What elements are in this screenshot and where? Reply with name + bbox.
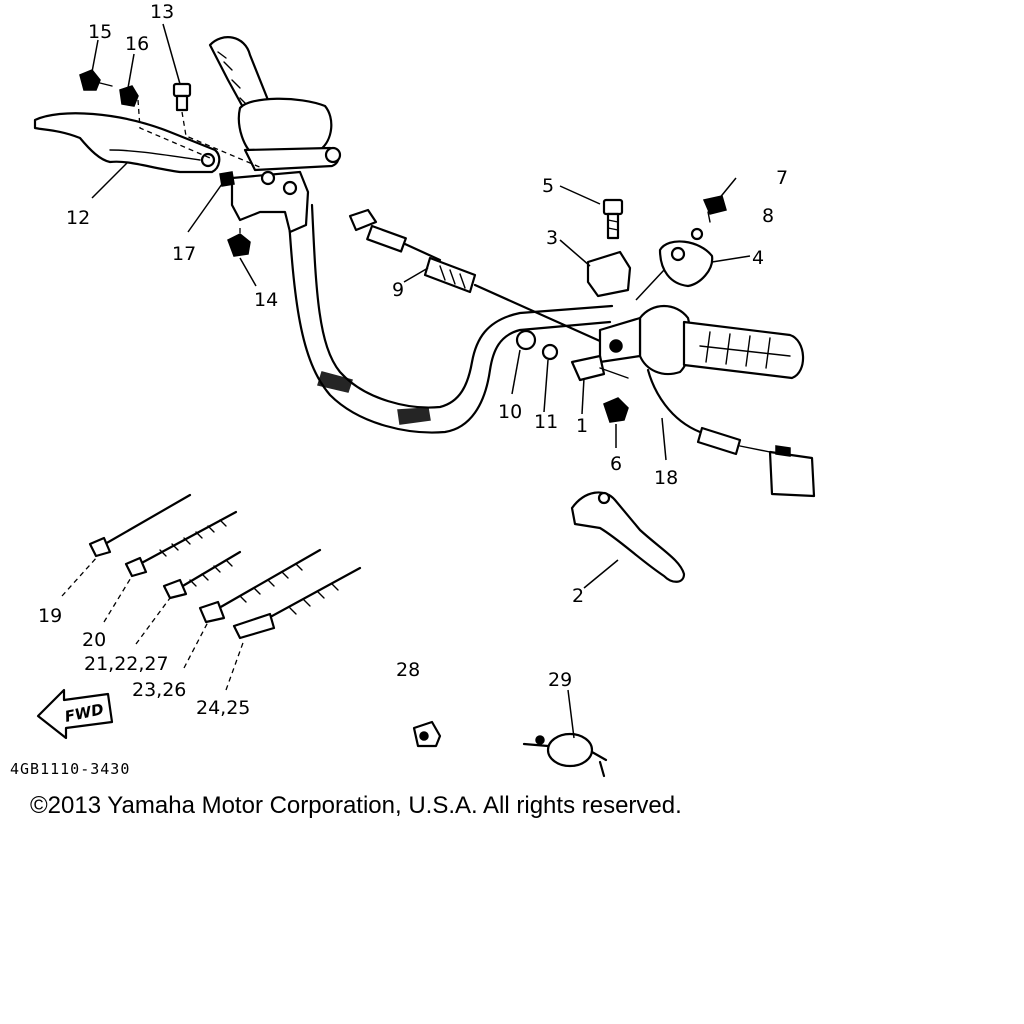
callout-15: 15 xyxy=(88,21,112,43)
drawing-number: 4GB1110-3430 xyxy=(10,760,130,778)
callout-10: 10 xyxy=(498,401,522,423)
adjuster-10-11 xyxy=(515,329,559,361)
right-lever xyxy=(570,491,686,583)
spring-17 xyxy=(219,171,235,187)
nut-6 xyxy=(603,397,629,423)
clamp-4 xyxy=(658,240,714,288)
clip-28 xyxy=(412,720,442,748)
bracket-3 xyxy=(586,250,632,298)
callout-12: 12 xyxy=(66,207,90,229)
right-grip xyxy=(682,320,805,380)
bolt-13 xyxy=(172,82,192,112)
screw-7 xyxy=(702,195,727,223)
throttle-cable xyxy=(348,208,622,352)
switch-wire xyxy=(646,368,816,498)
callout-19: 19 xyxy=(38,605,62,627)
right-throttle-housing xyxy=(598,304,692,376)
callouts: 13 15 16 12 17 14 5 3 7 8 4 9 10 11 1 6 … xyxy=(38,1,788,719)
callout-4: 4 xyxy=(752,247,764,269)
leader-lines xyxy=(61,23,751,739)
cable-tie-20 xyxy=(124,510,238,578)
cable-tie-19 xyxy=(88,493,192,558)
cable-tie-23 xyxy=(198,548,322,624)
callout-11: 11 xyxy=(534,411,558,433)
fwd-arrow-icon: FWD xyxy=(36,688,114,740)
callout-1: 1 xyxy=(576,415,588,437)
callout-9: 9 xyxy=(392,279,404,301)
callout-14: 14 xyxy=(254,289,278,311)
callout-7: 7 xyxy=(776,167,788,189)
callout-18: 18 xyxy=(654,467,678,489)
callout-24-25: 24,25 xyxy=(196,697,250,719)
handlebar xyxy=(286,203,614,434)
nut-16 xyxy=(119,85,139,107)
callout-29: 29 xyxy=(548,669,572,691)
clamp-29 xyxy=(522,732,608,778)
left-lever xyxy=(33,112,221,174)
copyright-notice: ©2013 Yamaha Motor Corporation, U.S.A. A… xyxy=(30,792,682,819)
callout-21-22-27: 21,22,27 xyxy=(84,653,169,675)
callout-17: 17 xyxy=(172,243,196,265)
cable-tie-21 xyxy=(162,550,242,600)
left-throttle-housing xyxy=(208,36,342,234)
washer-8 xyxy=(690,227,704,241)
callout-5: 5 xyxy=(542,175,554,197)
callout-13: 13 xyxy=(150,1,174,23)
callout-6: 6 xyxy=(610,453,622,475)
callout-8: 8 xyxy=(762,205,774,227)
callout-20: 20 xyxy=(82,629,106,651)
callout-2: 2 xyxy=(572,585,584,607)
bolt-15 xyxy=(79,69,113,91)
callout-3: 3 xyxy=(546,227,558,249)
callout-28: 28 xyxy=(396,659,420,681)
cable-tie-24 xyxy=(232,566,362,640)
callout-16: 16 xyxy=(125,33,149,55)
callout-23-26: 23,26 xyxy=(132,679,186,701)
bolt-5 xyxy=(602,198,624,240)
nut-14 xyxy=(227,233,251,257)
lever-bracket-1 xyxy=(570,354,629,382)
